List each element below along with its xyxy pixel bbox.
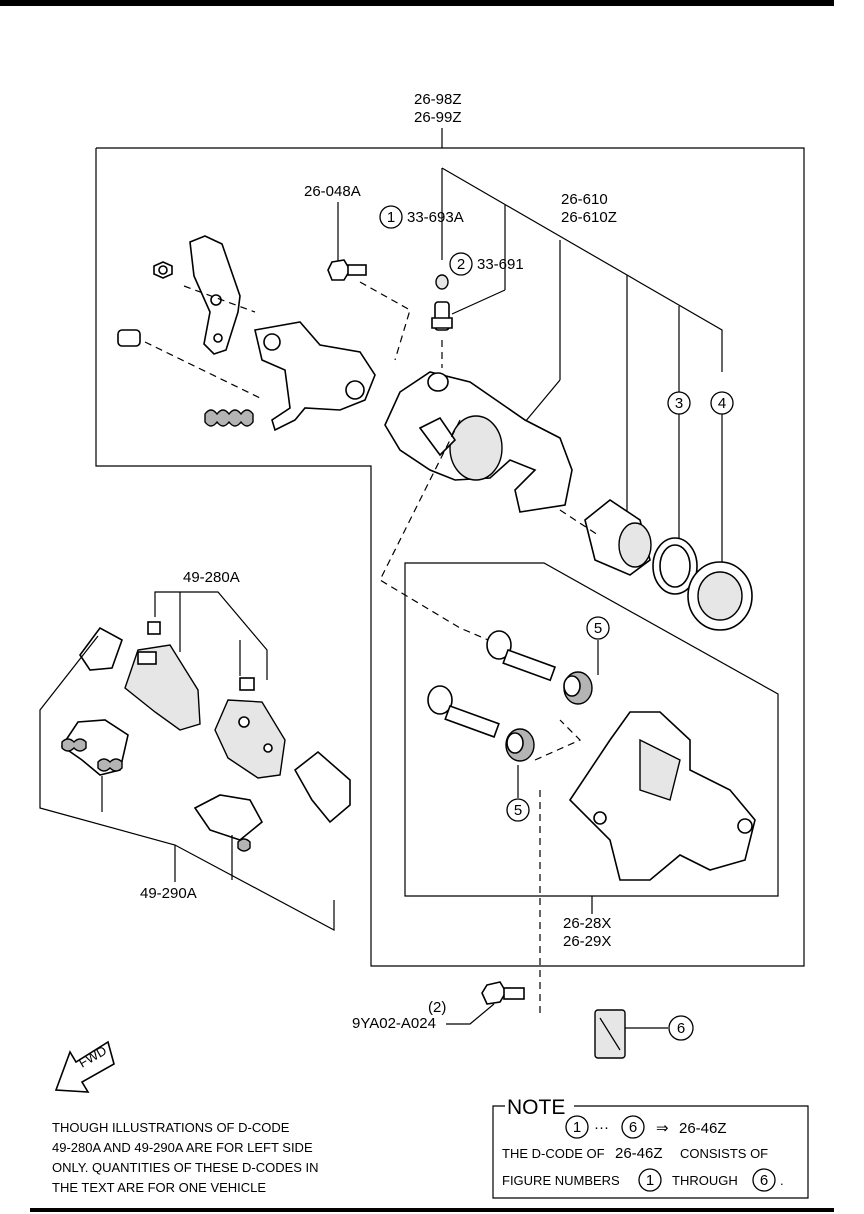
disclaimer-line-4: THE TEXT ARE FOR ONE VEHICLE	[52, 1180, 266, 1195]
callout-5-lower	[506, 798, 530, 822]
label-49-280A: 49-280A	[183, 569, 240, 586]
svg-text:1: 1	[646, 1172, 654, 1189]
bolt-26-048A	[327, 259, 367, 281]
label-33-691: 33-691	[477, 256, 524, 273]
svg-text:6: 6	[760, 1172, 768, 1189]
mounting-bolt	[481, 981, 525, 1005]
piston	[584, 499, 652, 576]
parking-lever-assembly	[117, 235, 376, 432]
disclaimer-line-2: 49-280A AND 49-290A ARE FOR LEFT SIDE	[52, 1140, 313, 1155]
callout-1	[379, 205, 403, 229]
label-33-693A: 33-693A	[407, 209, 464, 226]
brake-pad-left	[124, 644, 201, 731]
pad-kit-parts	[60, 719, 264, 852]
disclaimer-line-3: ONLY. QUANTITIES OF THESE D-CODES IN	[52, 1160, 319, 1175]
pin-boot-upper	[563, 671, 593, 705]
disclaimer-line-1: THOUGH ILLUSTRATIONS OF D-CODE	[52, 1120, 290, 1135]
callout-6	[668, 1015, 694, 1041]
piston-seal	[652, 537, 698, 595]
brake-pad-right	[214, 699, 286, 779]
label-26-98Z: 26-98Z	[414, 91, 462, 108]
label-26-28X: 26-28X	[563, 915, 611, 932]
label-49-290A: 49-290A	[140, 885, 197, 902]
dust-boot	[687, 561, 753, 631]
guide-pin-lower	[427, 685, 500, 738]
label-26-048A: 26-048A	[304, 183, 361, 200]
label-26-29X: 26-29X	[563, 933, 611, 950]
callout-4	[710, 391, 734, 415]
svg-text:6: 6	[677, 1020, 685, 1037]
svg-text:5: 5	[514, 802, 522, 819]
grease-packet	[594, 1009, 626, 1059]
svg-text:2: 2	[457, 256, 465, 273]
svg-text:3: 3	[675, 395, 683, 412]
label-26-99Z: 26-99Z	[414, 109, 462, 126]
svg-text:1: 1	[573, 1119, 581, 1136]
pad-shim-upper	[79, 626, 351, 824]
note-title: NOTE	[507, 1096, 565, 1119]
svg-text:5: 5	[594, 620, 602, 637]
callout-5-upper	[586, 616, 610, 640]
bracket-frame	[404, 562, 779, 897]
svg-text:1: 1	[387, 209, 395, 226]
bleeder-parts	[431, 274, 453, 331]
caliper-body	[384, 371, 573, 513]
callout-3	[667, 391, 691, 415]
caliper-bracket	[568, 711, 756, 881]
svg-text:⇒: ⇒	[656, 1120, 669, 1137]
svg-text:6: 6	[629, 1119, 637, 1136]
svg-text:.: .	[780, 1173, 784, 1188]
fwd-arrow-icon: FWD	[54, 1040, 115, 1093]
note-box: NOTE 1 ··· 6 ⇒ 26-46Z THE D-CODE OF 26-4…	[492, 1096, 809, 1199]
svg-text:4: 4	[718, 395, 726, 412]
svg-text:FIGURE NUMBERS: FIGURE NUMBERS	[502, 1173, 620, 1188]
label-9YA02-A024: 9YA02-A024	[352, 1015, 436, 1032]
caliper-frame	[95, 147, 805, 967]
svg-text:26-46Z: 26-46Z	[615, 1145, 663, 1162]
top-rule	[0, 0, 834, 6]
label-26-610: 26-610	[561, 191, 608, 208]
svg-text:CONSISTS OF: CONSISTS OF	[680, 1146, 768, 1161]
bottom-rule	[30, 1208, 834, 1212]
guide-pin-upper	[486, 630, 557, 682]
pin-boot-lower	[505, 728, 535, 762]
svg-text:···: ···	[594, 1119, 609, 1136]
svg-text:THROUGH: THROUGH	[672, 1173, 738, 1188]
pad-clips	[147, 621, 255, 691]
callout-2	[449, 252, 473, 276]
label-bolt-qty: (2)	[428, 999, 446, 1016]
label-26-610Z: 26-610Z	[561, 209, 617, 226]
svg-text:26-46Z: 26-46Z	[679, 1120, 727, 1137]
svg-text:THE D-CODE OF: THE D-CODE OF	[502, 1146, 605, 1161]
